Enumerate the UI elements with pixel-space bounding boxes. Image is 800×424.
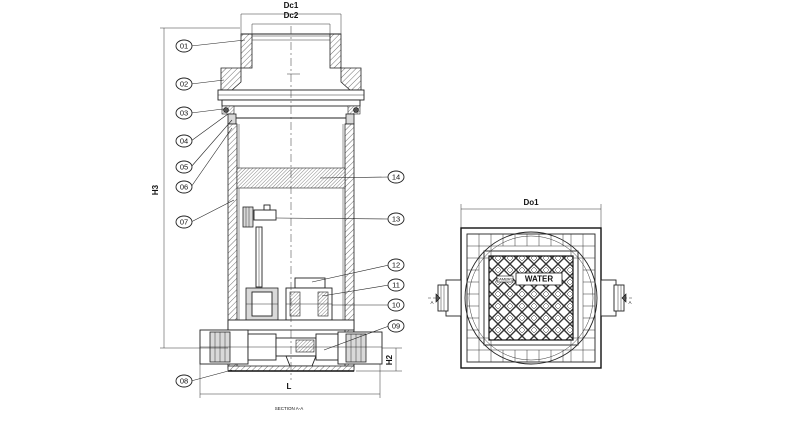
callout-06: 06 — [175, 180, 193, 194]
callouts: 01 02 03 04 05 06 07 08 09 10 11 12 13 1… — [175, 39, 405, 388]
callout-10: 10 — [387, 298, 405, 312]
dimension-dc1: Dc1 — [240, 1, 342, 34]
dim-label-do1: Do1 — [523, 198, 539, 207]
callout-label: 06 — [180, 183, 188, 192]
valve-left — [245, 287, 279, 321]
callout-12: 12 — [387, 258, 405, 272]
section-mark-left: A — [430, 300, 433, 305]
dimension-h3: H3 — [151, 27, 240, 349]
section-marker-right: A — [621, 293, 634, 305]
callout-label: 12 — [392, 261, 400, 270]
callout-label: 11 — [392, 281, 400, 290]
callout-09: 09 — [387, 319, 405, 333]
section-caption: SECTION A-A — [275, 406, 304, 411]
section-view: Dc1 Dc2 H3 H2 L SECTION A-A — [151, 1, 405, 411]
section-mark-right: A — [628, 300, 631, 305]
dimension-l: L — [199, 364, 381, 398]
callout-label: 10 — [392, 301, 400, 310]
callout-03: 03 — [175, 106, 193, 120]
dim-label-l: L — [287, 382, 292, 391]
callout-label: 04 — [180, 137, 188, 146]
callout-02: 02 — [175, 77, 193, 91]
callout-04: 04 — [175, 134, 193, 148]
callout-label: 03 — [180, 109, 188, 118]
callout-leaders — [190, 39, 390, 382]
callout-14: 14 — [387, 170, 405, 184]
callout-label: 08 — [180, 377, 188, 386]
callout-07: 07 — [175, 215, 193, 229]
callout-label: 02 — [180, 80, 188, 89]
dim-label-dc1: Dc1 — [284, 1, 299, 10]
lid-brand: CAMBRO — [496, 277, 514, 282]
callout-13: 13 — [387, 212, 405, 226]
callout-label: 09 — [392, 322, 400, 331]
callout-label: 05 — [180, 163, 188, 172]
lid-logo: WATER — [525, 275, 554, 284]
meter-key — [242, 204, 277, 288]
top-view: Do1 A A — [428, 198, 634, 369]
callout-label: 01 — [180, 42, 188, 51]
meter-body — [285, 277, 333, 329]
pipe-stubs — [437, 279, 625, 317]
dimension-dc2: Dc2 — [251, 11, 331, 36]
callout-label: 13 — [392, 215, 400, 224]
callout-11: 11 — [387, 278, 405, 292]
dim-label-h3: H3 — [151, 184, 160, 195]
callout-05: 05 — [175, 160, 193, 174]
callout-label: 07 — [180, 218, 188, 227]
dim-label-dc2: Dc2 — [284, 11, 299, 20]
callout-01: 01 — [175, 39, 193, 53]
dim-label-h2: H2 — [385, 354, 394, 365]
lid: WATER CAMBRO — [483, 250, 579, 346]
section-marker-left: A — [428, 293, 441, 305]
dimension-do1: Do1 — [460, 198, 602, 228]
callout-label: 14 — [392, 173, 400, 182]
dimension-h2: H2 — [356, 347, 402, 372]
chamber-circle — [464, 231, 598, 365]
callout-08: 08 — [175, 374, 193, 388]
